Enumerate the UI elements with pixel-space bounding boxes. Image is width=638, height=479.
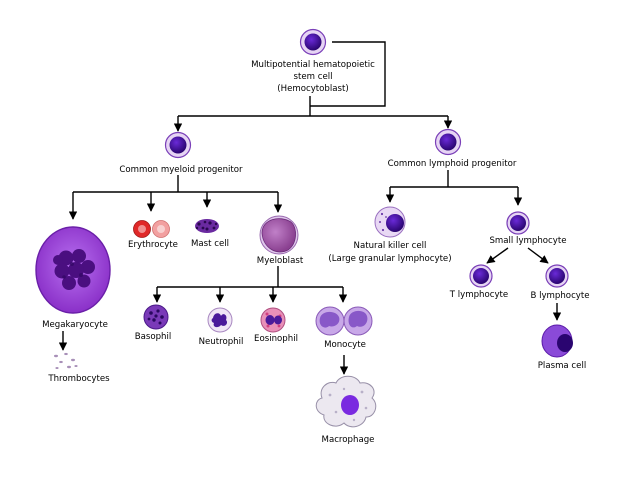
- b-lymphocyte-icon: [545, 264, 569, 288]
- common-lymphoid-progenitor-icon: [434, 128, 462, 156]
- labels: Multipotential hematopoietic stem cell (…: [42, 60, 589, 445]
- eosinophil-icon: [260, 307, 286, 333]
- plasma-cell-label: Plasma cell: [538, 361, 586, 371]
- t-lymphocyte-label: T lymphocyte: [449, 290, 508, 300]
- mast-cell-icon: [195, 219, 219, 233]
- common-myeloid-progenitor-icon: [164, 131, 192, 159]
- basophil-label: Basophil: [135, 332, 172, 342]
- stem-cell-label-line1: Multipotential hematopoietic: [251, 60, 375, 70]
- myeloblast-label: Myeloblast: [257, 256, 304, 266]
- macrophage-icon: [315, 375, 377, 428]
- erythrocyte-icon: [133, 220, 170, 238]
- megakaryocyte-icon: [35, 226, 111, 314]
- myeloblast-icon: [259, 215, 299, 255]
- neutrophil-icon: [207, 307, 233, 333]
- monocyte-label: Monocyte: [324, 340, 366, 350]
- nk-cell-label-line2: (Large granular lymphocyte): [328, 254, 451, 264]
- arrow-to-b-lymphocyte: [527, 247, 549, 264]
- b-lymphocyte-label: B lymphocyte: [530, 291, 589, 301]
- thrombocytes-icon: [54, 352, 78, 369]
- stem-connector: [310, 41, 386, 107]
- connector-lines: [58, 41, 562, 375]
- eosinophil-label: Eosinophil: [254, 334, 298, 344]
- plasma-cell-icon: [541, 324, 573, 358]
- small-lymphocyte-label: Small lymphocyte: [489, 236, 566, 246]
- megakaryocyte-label: Megakaryocyte: [42, 320, 108, 330]
- neutrophil-label: Neutrophil: [199, 337, 244, 347]
- common-lymphoid-label: Common lymphoid progenitor: [388, 159, 517, 169]
- erythrocyte-label: Erythrocyte: [128, 240, 178, 250]
- natural-killer-cell-icon: [374, 206, 406, 238]
- stem-cell-label-line3: (Hemocytoblast): [277, 84, 348, 94]
- common-myeloid-label: Common myeloid progenitor: [119, 165, 243, 175]
- thrombocytes-label: Thrombocytes: [47, 374, 110, 384]
- arrow-to-t-lymphocyte: [486, 247, 509, 264]
- monocyte-icon: [315, 306, 373, 336]
- small-lymphocyte-icon: [506, 211, 530, 235]
- macrophage-label: Macrophage: [322, 435, 375, 445]
- stem-cell-label-line2: stem cell: [293, 72, 332, 82]
- basophil-icon: [143, 304, 169, 330]
- mast-cell-label: Mast cell: [191, 239, 229, 249]
- nk-cell-label-line1: Natural killer cell: [354, 241, 427, 251]
- stem-cell-icon: [299, 28, 327, 56]
- t-lymphocyte-icon: [469, 264, 493, 288]
